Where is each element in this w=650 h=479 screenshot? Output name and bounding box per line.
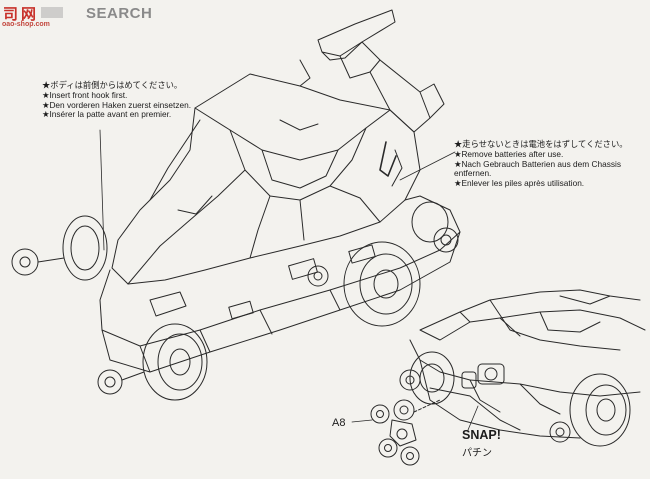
note-line-en: ★Insert front hook first. — [42, 89, 128, 100]
svg-text:司: 司 — [3, 5, 18, 22]
a8-leader-line — [351, 419, 373, 423]
svg-text:网: 网 — [21, 5, 36, 22]
rear-right-wheel — [343, 241, 421, 327]
front-hook-note: ★ボディは前側からはめてください。 ★Insert front hook fir… — [42, 80, 192, 120]
detail-wing — [419, 311, 471, 341]
note-line-fr: ★Enlever les piles après utilisation. — [454, 178, 585, 189]
snap-label-jp: パチン — [462, 448, 492, 459]
detail-left-wheel — [409, 351, 455, 405]
body-shell — [111, 73, 421, 285]
note-line-fr: ★Insérer la patte avant en premier. — [42, 109, 172, 120]
note-line-ja: ★走らせないときは電池をはずしてください。 — [454, 139, 628, 149]
leader-line-front — [99, 129, 105, 251]
detail-right-wheel — [569, 373, 631, 447]
leader-line-battery — [399, 151, 456, 181]
snap-label: SNAP! — [462, 428, 501, 442]
part-a8 — [370, 399, 441, 466]
watermark-url: oao-shop.com — [2, 21, 50, 28]
site-logo: 司 网 — [3, 5, 63, 22]
note-line-ja: ★ボディは前側からはめてください。 — [42, 80, 183, 90]
note-line-de-cont: entfernen. — [454, 168, 492, 179]
front-left-wheel — [62, 215, 108, 281]
part-label-a8: A8 — [332, 417, 346, 429]
battery-note: ★走らせないときは電池をはずしてください。 ★Remove batteries … — [454, 139, 628, 189]
front-right-wheel — [142, 323, 208, 401]
watermark-search-label: SEARCH — [86, 5, 153, 22]
note-line-en: ★Remove batteries after use. — [454, 148, 564, 159]
snap-leader-line — [467, 405, 479, 431]
detail-car — [351, 289, 646, 466]
main-car — [11, 9, 461, 401]
rear-left-wheel — [411, 201, 449, 243]
note-line-de: ★Den vorderen Haken zuerst einsetzen. — [42, 99, 192, 110]
watermark-header: 司 网 SEARCH oao-shop.com — [0, 0, 170, 28]
note-line-de: ★Nach Gebrauch Batterien aus dem Chassis — [454, 158, 622, 169]
rear-wing — [317, 9, 396, 57]
chassis — [99, 195, 461, 347]
